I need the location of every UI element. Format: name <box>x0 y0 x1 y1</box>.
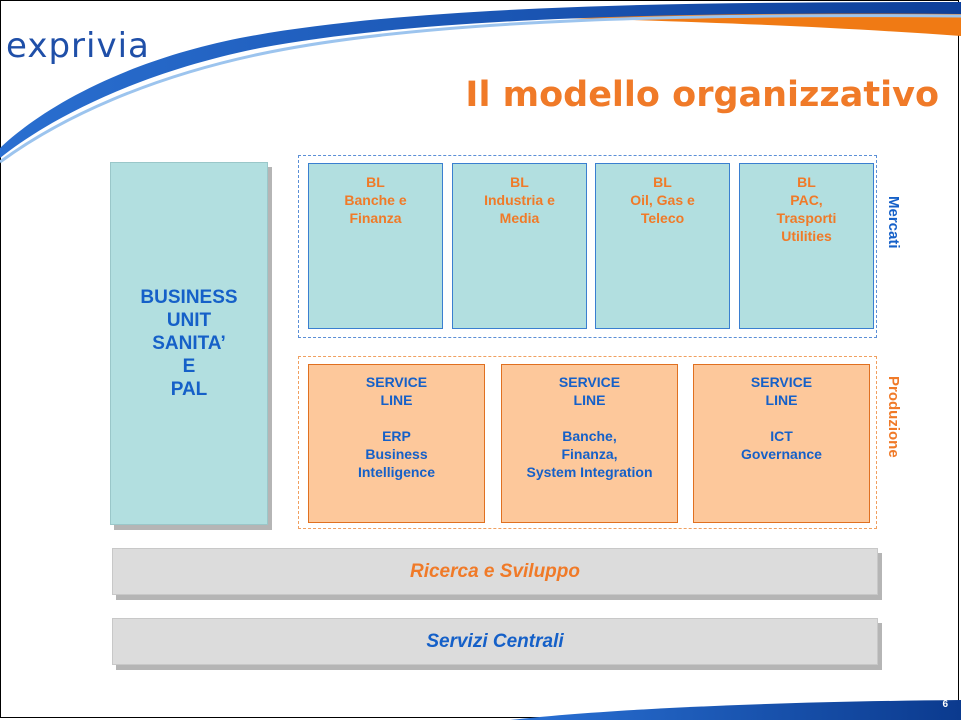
bl-box-industria: BL Industria e Media <box>452 163 587 329</box>
service-line-body: Banche, <box>562 428 617 444</box>
bl-box-line: BL <box>797 174 816 190</box>
service-line-erp: SERVICE LINE ERP Business Intelligence <box>308 364 485 523</box>
service-line-head: SERVICE <box>558 374 621 390</box>
bl-box-pac: BL PAC, Trasporti Utilities <box>739 163 874 329</box>
business-unit-line: BUSINESS <box>140 287 238 308</box>
service-line-body: Intelligence <box>357 464 436 480</box>
business-unit-line: UNIT <box>166 310 212 331</box>
bl-box-line: Media <box>499 210 540 226</box>
bl-box-line: Finanza <box>349 210 402 226</box>
bl-box-line: Teleco <box>640 210 685 226</box>
business-unit-line: PAL <box>170 379 208 400</box>
business-unit-line: SANITA’ <box>152 333 226 354</box>
bl-box-line: Trasporti <box>776 210 837 226</box>
service-line-body: ERP <box>382 428 411 444</box>
bl-box-line: Industria e <box>484 192 555 208</box>
bl-box-oil-gas: BL Oil, Gas e Teleco <box>595 163 730 329</box>
servizi-centrali-bar: Servizi Centrali <box>112 618 878 665</box>
mercati-group <box>298 155 877 338</box>
service-line-head: SERVICE <box>750 374 813 390</box>
produzione-label: Produzione <box>885 376 902 458</box>
service-line-head: LINE <box>380 392 413 408</box>
bl-box-line: Oil, Gas e <box>630 192 695 208</box>
service-line-ict: SERVICE LINE ICT Governance <box>693 364 870 523</box>
service-line-body: Business <box>365 446 428 462</box>
service-line-head: LINE <box>573 392 606 408</box>
business-unit-line: E <box>182 356 196 377</box>
bl-box-line: BL <box>510 174 529 190</box>
bl-box-line: Utilities <box>781 228 832 244</box>
produzione-group <box>298 356 877 529</box>
page-number: 6 <box>942 699 948 710</box>
bl-box-line: BL <box>653 174 672 190</box>
bl-box-line: PAC, <box>790 192 823 208</box>
service-line-body: Governance <box>741 446 822 462</box>
page-title: Il modello organizzativo <box>465 75 939 115</box>
service-line-body: ICT <box>770 428 793 444</box>
service-line-body: Finanza, <box>561 446 618 462</box>
mercati-label: Mercati <box>885 196 902 249</box>
bl-box-line: Banche e <box>344 192 407 208</box>
service-line-body: System Integration <box>526 464 653 480</box>
exprivia-logo: exprivia <box>6 26 150 66</box>
ricerca-sviluppo-bar: Ricerca e Sviluppo <box>112 548 878 595</box>
bl-box-line: BL <box>366 174 385 190</box>
business-unit-box: BUSINESS UNIT SANITA’ E PAL <box>110 162 268 525</box>
bl-box-banche: BL Banche e Finanza <box>308 163 443 329</box>
service-line-head: SERVICE <box>365 374 428 390</box>
service-line-banche: SERVICE LINE Banche, Finanza, System Int… <box>501 364 678 523</box>
service-line-head: LINE <box>765 392 798 408</box>
